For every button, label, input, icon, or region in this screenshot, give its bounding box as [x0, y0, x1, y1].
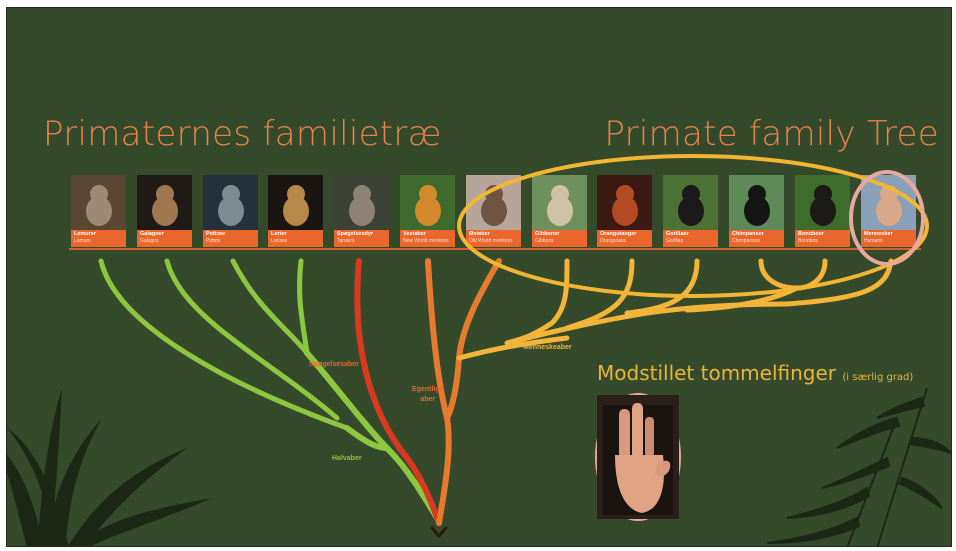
thumb-hand-photo — [597, 395, 679, 519]
slide: Primaternes familietræ Primate family Tr… — [6, 7, 952, 547]
branch-halvaber-stem — [307, 353, 437, 518]
branch-chimp — [761, 261, 797, 288]
family-tree-diagram — [7, 8, 951, 546]
label-menneskeaber: Menneskeaber — [523, 344, 572, 351]
branch-gorillas — [627, 261, 697, 313]
branch-pottos — [233, 261, 307, 353]
branch-galagos — [167, 261, 337, 418]
thumb-caption-main: Modstillet tommelfinger — [597, 361, 836, 385]
opposable-thumb-caption: Modstillet tommelfinger (i særlig grad) — [597, 361, 913, 385]
thumb-caption-sub: (i særlig grad) — [842, 372, 913, 383]
branch-lemurs — [101, 261, 347, 428]
branch-lorises — [300, 261, 307, 353]
label-egentlige-aber: Egentlige aber — [412, 385, 444, 405]
label-spogelsesaber: Spøgelsesaber — [309, 361, 359, 368]
label-halvaber: Halvaber — [332, 455, 362, 462]
branch-oldworld — [447, 261, 499, 418]
